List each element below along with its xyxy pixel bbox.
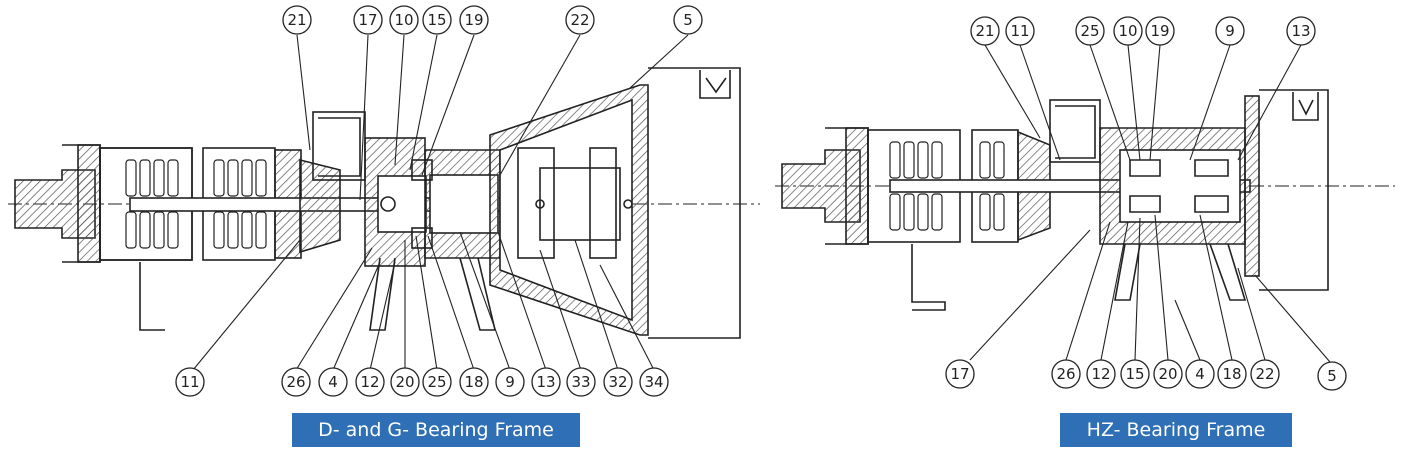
left-callout-label: 15: [427, 11, 446, 29]
left-callout-label: 12: [360, 373, 379, 391]
left-callout-label: 33: [571, 373, 590, 391]
right-callout-label: 13: [1291, 22, 1310, 40]
right-callout-label: 4: [1195, 365, 1205, 383]
right-callout-9: 26: [1051, 359, 1081, 389]
right-callout-2: 11: [1005, 16, 1035, 46]
left-callout-label: 18: [464, 373, 483, 391]
left-callout-label: 21: [287, 11, 306, 29]
left-callout-label: 10: [394, 11, 413, 29]
right-callout-10: 12: [1086, 359, 1116, 389]
left-callout-17: 33: [566, 367, 596, 397]
left-callout-13: 25: [422, 367, 452, 397]
left-callout-9: 26: [281, 367, 311, 397]
right-callouts: 21 11 25 10 19 9 13 17 26 12 15 20 4 18 …: [945, 16, 1347, 391]
right-callout-15: 22: [1250, 359, 1280, 389]
right-diagram-caption: HZ- Bearing Frame: [1060, 413, 1292, 447]
left-callout-label: 22: [570, 11, 589, 29]
left-callout-1: 21: [282, 5, 312, 35]
left-callout-12: 20: [390, 367, 420, 397]
left-callout-2: 17: [353, 5, 383, 35]
right-callout-16: 5: [1317, 361, 1347, 391]
left-callout-label: 17: [358, 11, 377, 29]
right-callout-label: 5: [1327, 367, 1337, 385]
right-callout-4: 10: [1113, 16, 1143, 46]
right-callout-5: 19: [1145, 16, 1175, 46]
left-callout-label: 9: [505, 373, 515, 391]
right-assembly-drawing: [775, 89, 1395, 311]
left-callout-label: 25: [427, 373, 446, 391]
right-callout-13: 4: [1185, 359, 1215, 389]
left-callout-label: 32: [608, 373, 627, 391]
right-callout-label: 10: [1118, 22, 1137, 40]
left-callout-label: 34: [644, 373, 663, 391]
right-callout-label: 9: [1225, 22, 1235, 40]
left-callout-label: 5: [683, 11, 693, 29]
right-callout-label: 18: [1222, 365, 1241, 383]
left-callout-label: 13: [536, 373, 555, 391]
right-callout-8: 17: [945, 359, 975, 389]
left-callout-15: 9: [495, 367, 525, 397]
left-callout-label: 20: [395, 373, 414, 391]
right-callout-6: 9: [1215, 16, 1245, 46]
right-callout-label: 21: [975, 22, 994, 40]
left-callout-18: 32: [603, 367, 633, 397]
left-callout-4: 15: [422, 5, 452, 35]
right-callout-label: 15: [1125, 365, 1144, 383]
right-callout-label: 12: [1091, 365, 1110, 383]
right-callout-label: 20: [1158, 365, 1177, 383]
right-callout-11: 15: [1120, 359, 1150, 389]
left-callout-16: 13: [531, 367, 561, 397]
right-callout-1: 21: [970, 16, 1000, 46]
right-callout-14: 18: [1217, 359, 1247, 389]
left-callout-11: 12: [355, 367, 385, 397]
left-callout-5: 19: [459, 5, 489, 35]
left-callout-19: 34: [639, 367, 669, 397]
right-callout-label: 22: [1255, 365, 1274, 383]
right-callout-3: 25: [1075, 16, 1105, 46]
left-callout-8: 11: [175, 367, 205, 397]
right-callout-label: 19: [1150, 22, 1169, 40]
left-callout-label: 4: [328, 373, 338, 391]
left-callout-3: 10: [389, 5, 419, 35]
right-callout-label: 17: [950, 365, 969, 383]
left-callouts: 21 17 10 15 19 22 5 11 26 4 12 20 25 18 …: [175, 5, 703, 397]
left-callout-label: 19: [464, 11, 483, 29]
right-callout-7: 13: [1286, 16, 1316, 46]
right-callout-label: 11: [1010, 22, 1029, 40]
left-callout-label: 26: [286, 373, 305, 391]
right-callout-label: 25: [1080, 22, 1099, 40]
right-leader-lines: [969, 44, 1331, 363]
right-callout-label: 26: [1056, 365, 1075, 383]
left-callout-14: 18: [459, 367, 489, 397]
left-callout-7: 5: [673, 5, 703, 35]
right-callout-12: 20: [1153, 359, 1183, 389]
left-leader-lines: [192, 34, 689, 371]
left-callout-label: 11: [180, 373, 199, 391]
left-assembly-drawing: [8, 67, 760, 339]
left-diagram-caption: D- and G- Bearing Frame: [292, 413, 580, 447]
left-callout-6: 22: [565, 5, 595, 35]
left-callout-10: 4: [318, 367, 348, 397]
